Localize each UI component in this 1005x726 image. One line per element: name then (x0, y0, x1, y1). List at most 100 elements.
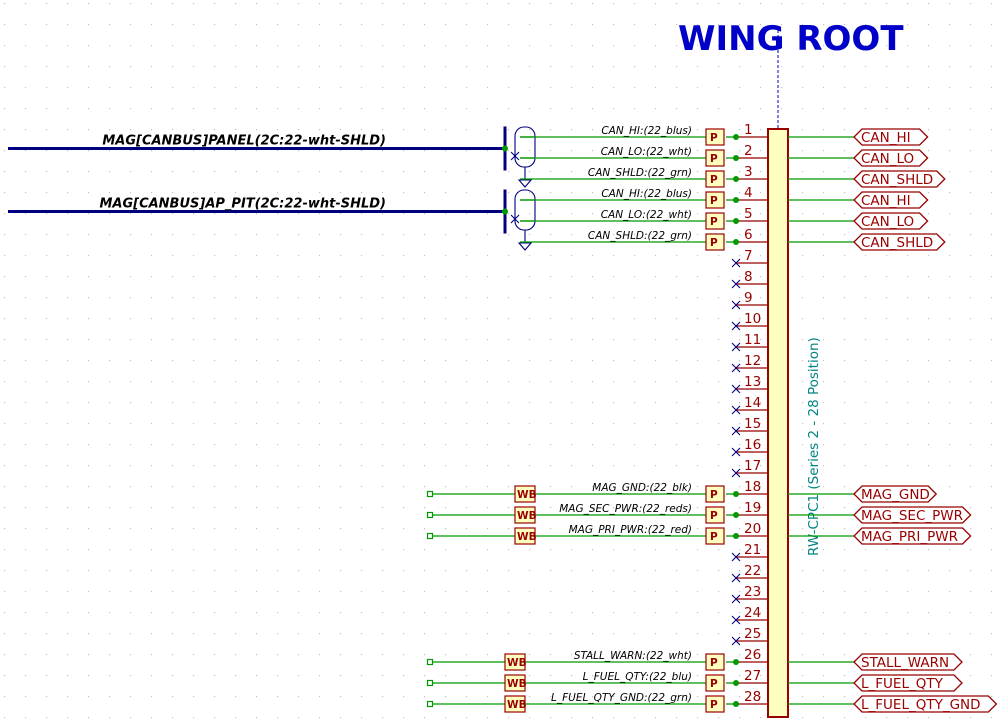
wire-label: CAN_LO:(22_wht) (601, 209, 692, 221)
ground-icon (517, 179, 533, 188)
termination-prefix: P (710, 132, 718, 144)
splice-box (514, 485, 536, 503)
cable-1[interactable]: MAG[CANBUS]PANEL(2C:22-wht-SHLD) (8, 126, 536, 188)
no-connect-marker (731, 384, 741, 394)
pin-number-15: 15 (744, 416, 761, 432)
pin-number-17: 17 (744, 458, 761, 474)
splice-box (514, 527, 536, 545)
no-connect-marker (731, 636, 741, 646)
global-label-flag (853, 212, 929, 230)
no-connect-marker (731, 594, 741, 604)
splice-label: WB (507, 657, 527, 669)
junction-dot (733, 512, 739, 518)
pins-layer: 1234567891011121314151617181920212223242… (731, 122, 768, 705)
global-label-stall-warn: STALL_WARN (861, 655, 949, 671)
pin-number-24: 24 (744, 605, 761, 621)
pin-number-16: 16 (744, 437, 761, 453)
wire-label: MAG_SEC_PWR:(22_reds) (559, 503, 692, 515)
no-connect-marker (731, 300, 741, 310)
junction-dot (733, 197, 739, 203)
global-label-flag (853, 149, 929, 167)
pin-number-14: 14 (744, 395, 761, 411)
global-label-can-shld: CAN_SHLD (861, 235, 933, 251)
junction-dot (733, 701, 739, 707)
wire-label: MAG_GND:(22_blk) (592, 482, 692, 494)
global-label-mag-sec-pwr: MAG_SEC_PWR (861, 508, 963, 524)
junction-dot (733, 155, 739, 161)
wire-endpoint (426, 679, 434, 687)
connector-reference: RW-CPC1 (Series 2 - 28 Position) (806, 337, 822, 556)
splice-box (514, 506, 536, 524)
global-label-flag (853, 695, 998, 713)
pin-number-21: 21 (744, 542, 761, 558)
pin-number-27: 27 (744, 668, 761, 684)
termination-box (705, 128, 725, 146)
junction-dot (733, 239, 739, 245)
termination-prefix: P (710, 699, 718, 711)
splice-label: WB (507, 699, 527, 711)
no-connect-marker (731, 342, 741, 352)
wire-label: CAN_SHLD:(22_grn) (588, 230, 692, 242)
termination-prefix: P (710, 153, 718, 165)
no-connect-marker (731, 279, 741, 289)
pin-number-19: 19 (744, 500, 761, 516)
wire-endpoint (426, 490, 434, 498)
wire-pin-4[interactable]: P CAN_HI:(22_blus) CAN_HI (520, 188, 929, 209)
termination-box (705, 170, 725, 188)
pin-number-1: 1 (744, 122, 753, 138)
no-connect-marker (731, 363, 741, 373)
pin-number-9: 9 (744, 290, 753, 306)
global-label-can-hi: CAN_HI (861, 193, 911, 209)
wire-label: L_FUEL_QTY:(22_blu) (583, 671, 692, 683)
splice-label: WB (517, 489, 537, 501)
termination-prefix: P (710, 489, 718, 501)
termination-prefix: P (710, 531, 718, 543)
termination-prefix: P (710, 216, 718, 228)
wire-pin-18[interactable]: P MAG_GND:(22_blk) WB MAG_GND (426, 482, 938, 503)
global-label-flag (853, 674, 963, 692)
pin-number-3: 3 (744, 164, 753, 180)
no-connect-marker (731, 405, 741, 415)
wire-label: MAG_PRI_PWR:(22_red) (569, 524, 692, 536)
wire-endpoint (426, 700, 434, 708)
junction-dot (502, 208, 508, 215)
global-label-can-lo: CAN_LO (861, 151, 914, 167)
global-label-flag (853, 485, 938, 503)
pin-number-23: 23 (744, 584, 761, 600)
ground-icon (517, 242, 533, 251)
sheet-title: WING ROOT (678, 19, 904, 59)
no-connect-marker (731, 426, 741, 436)
termination-prefix: P (710, 195, 718, 207)
cables-layer: MAG[CANBUS]PANEL(2C:22-wht-SHLD) MAG[CANB… (8, 126, 536, 251)
no-connect-marker (731, 258, 741, 268)
wire-label: STALL_WARN:(22_wht) (574, 650, 692, 662)
wire-endpoint (426, 658, 434, 666)
wires-layer: P CAN_HI:(22_blus) CAN_HI P CAN_LO:(22_wht) C… (426, 125, 998, 713)
pin-number-12: 12 (744, 353, 761, 369)
termination-box (705, 674, 725, 692)
wire-label: CAN_HI:(22_blus) (601, 188, 692, 200)
no-connect-marker (731, 552, 741, 562)
wire-label: CAN_SHLD:(22_grn) (588, 167, 692, 179)
global-label-l-fuel-qty: L_FUEL_QTY (861, 676, 944, 692)
junction-dot (733, 218, 739, 224)
global-label-flag (853, 527, 972, 545)
global-label-flag (853, 233, 946, 251)
termination-box (705, 149, 725, 167)
cable-label: MAG[CANBUS]AP_PIT(2C:22-wht-SHLD) (99, 197, 386, 212)
global-label-mag-gnd: MAG_GND (861, 487, 930, 503)
global-label-mag-pri-pwr: MAG_PRI_PWR (861, 529, 958, 545)
pin-number-13: 13 (744, 374, 761, 390)
